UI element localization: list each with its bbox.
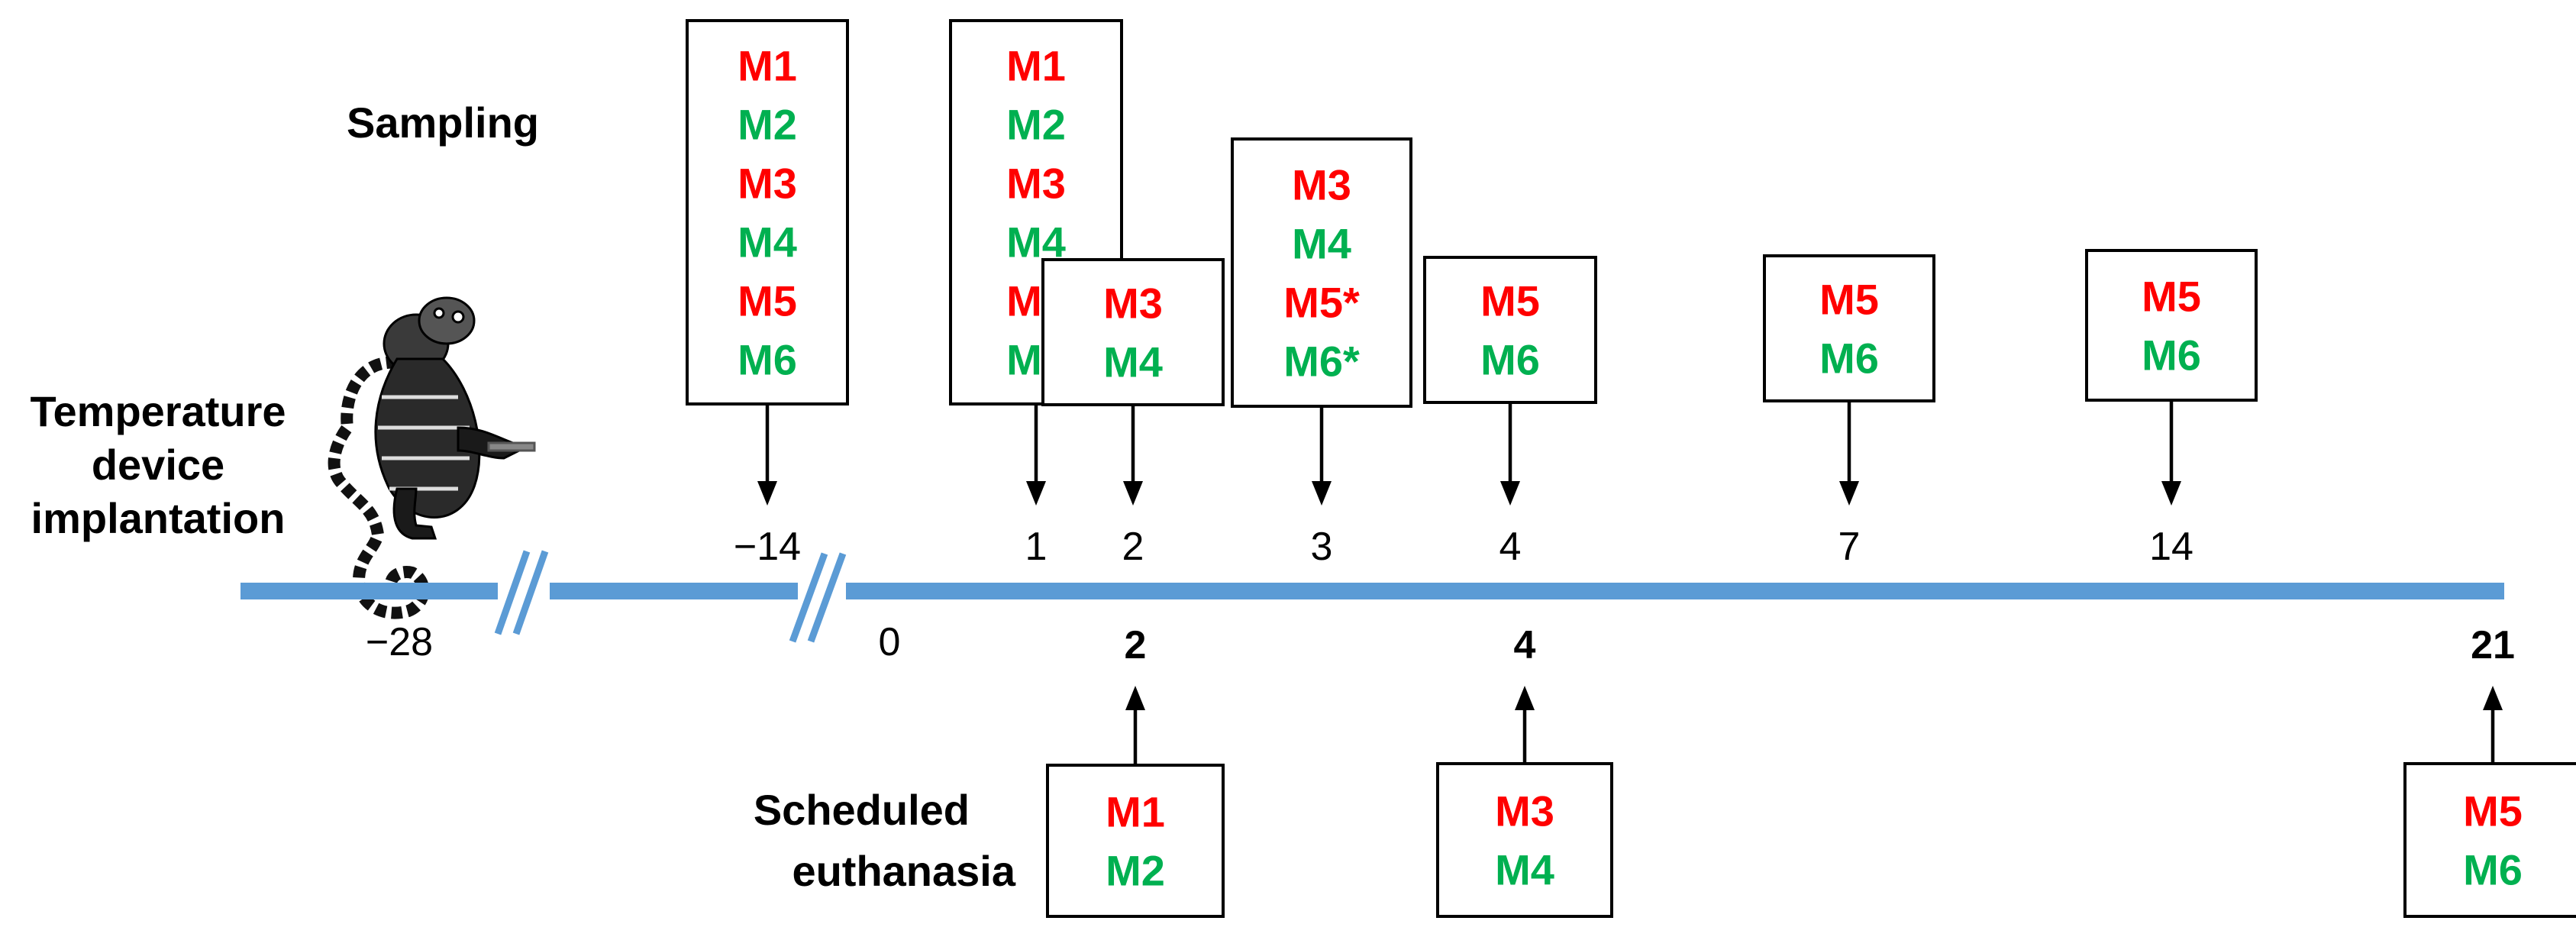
sampling-day-label: −14 — [734, 525, 801, 569]
sampling-label: Sampling — [347, 99, 539, 147]
marmoset-id-label: M4 — [1495, 846, 1554, 894]
implantation-label: Temperature device implantation — [30, 387, 286, 542]
euthanasia-day-label: 4 — [1514, 623, 1536, 667]
arrowhead-down-icon — [2161, 481, 2181, 506]
sampling_days-box-frame — [1041, 258, 1225, 406]
day-label-minus-28: −28 — [366, 620, 433, 664]
euthanasia-day-label: 2 — [1125, 623, 1147, 667]
euthanasia-day-label: 21 — [2471, 623, 2515, 667]
arrowhead-down-icon — [1500, 481, 1520, 506]
marmoset-id-label: M5 — [2463, 787, 2523, 835]
sampling-day-label: 7 — [1838, 525, 1861, 569]
arrowhead-down-icon — [757, 481, 777, 506]
arrowhead-down-icon — [1839, 481, 1859, 506]
marmoset-id-label: M3 — [738, 160, 797, 208]
euthanasia-label: Scheduled euthanasia — [754, 786, 1016, 895]
arrowhead-up-icon — [1125, 686, 1145, 710]
axis-break-2 — [789, 552, 847, 643]
sampling-day-label: 3 — [1311, 525, 1333, 569]
euthanasia_days-box-frame — [2403, 762, 2576, 918]
timeline-axis — [240, 550, 2504, 643]
marmoset-id-label: M4 — [1292, 220, 1351, 268]
marmoset-id-label: M6 — [1480, 336, 1540, 384]
implantation-label-line2: device — [92, 441, 224, 489]
marmoset-id-label: M6 — [2142, 331, 2201, 380]
marmoset-id-label: M5 — [738, 277, 797, 325]
arrowhead-up-icon — [2483, 686, 2503, 710]
arrowhead-down-icon — [1026, 481, 1046, 506]
sampling-day-label: 1 — [1025, 525, 1048, 569]
marmoset-id-label: M2 — [1106, 847, 1165, 895]
day-label-0: 0 — [879, 620, 901, 664]
marmoset-id-label: M3 — [1292, 161, 1351, 209]
implantation-label-line1: Temperature — [30, 387, 286, 435]
marmoset-id-label: M5* — [1283, 279, 1360, 327]
marmoset-id-label: M4 — [738, 218, 797, 267]
axis-break-1 — [494, 550, 549, 635]
marmoset-illustration-icon — [328, 296, 536, 619]
euthanasia-label-line2: euthanasia — [792, 847, 1015, 895]
marmoset-id-label: M6* — [1283, 338, 1360, 386]
marmoset-id-label: M2 — [738, 101, 797, 149]
marmoset-id-label: M3 — [1006, 160, 1066, 208]
marmoset-id-label: M3 — [1495, 787, 1554, 835]
arrowhead-up-icon — [1515, 686, 1535, 710]
marmoset-id-label: M5 — [1480, 277, 1540, 325]
implantation-label-line3: implantation — [31, 494, 286, 542]
marmoset-id-label: M6 — [738, 336, 797, 384]
marmoset-id-label: M1 — [738, 42, 797, 90]
marmoset-id-label: M1 — [1006, 42, 1066, 90]
sampling_days-box-frame — [1763, 254, 1935, 402]
sampling-day-label: 2 — [1122, 525, 1144, 569]
marmoset-id-label: M6 — [1819, 334, 1879, 383]
sampling-day-label: 4 — [1499, 525, 1522, 569]
arrowhead-down-icon — [1312, 481, 1332, 506]
sampling_days-box-frame — [1423, 256, 1597, 404]
marmoset-id-label: M5 — [2142, 273, 2201, 321]
euthanasia_days-box-frame — [1046, 764, 1225, 918]
sampling-schedule: M1M2M3M4M5M6−14M1M2M3M4M5M61M3M42M3M4M5*… — [686, 19, 2258, 569]
marmoset-id-label: M3 — [1103, 279, 1163, 328]
sampling_days-box-frame — [686, 19, 849, 405]
euthanasia-label-line1: Scheduled — [754, 786, 970, 834]
sampling-day-label: 14 — [2149, 525, 2193, 569]
marmoset-id-label: M5 — [1819, 276, 1879, 324]
marmoset-id-label: M6 — [2463, 846, 2523, 894]
marmoset-id-label: M4 — [1103, 338, 1163, 386]
marmoset-id-label: M2 — [1006, 101, 1066, 149]
sampling_days-box-frame — [1231, 137, 1412, 408]
marmoset-id-label: M1 — [1106, 788, 1165, 836]
arrowhead-down-icon — [1123, 481, 1143, 506]
